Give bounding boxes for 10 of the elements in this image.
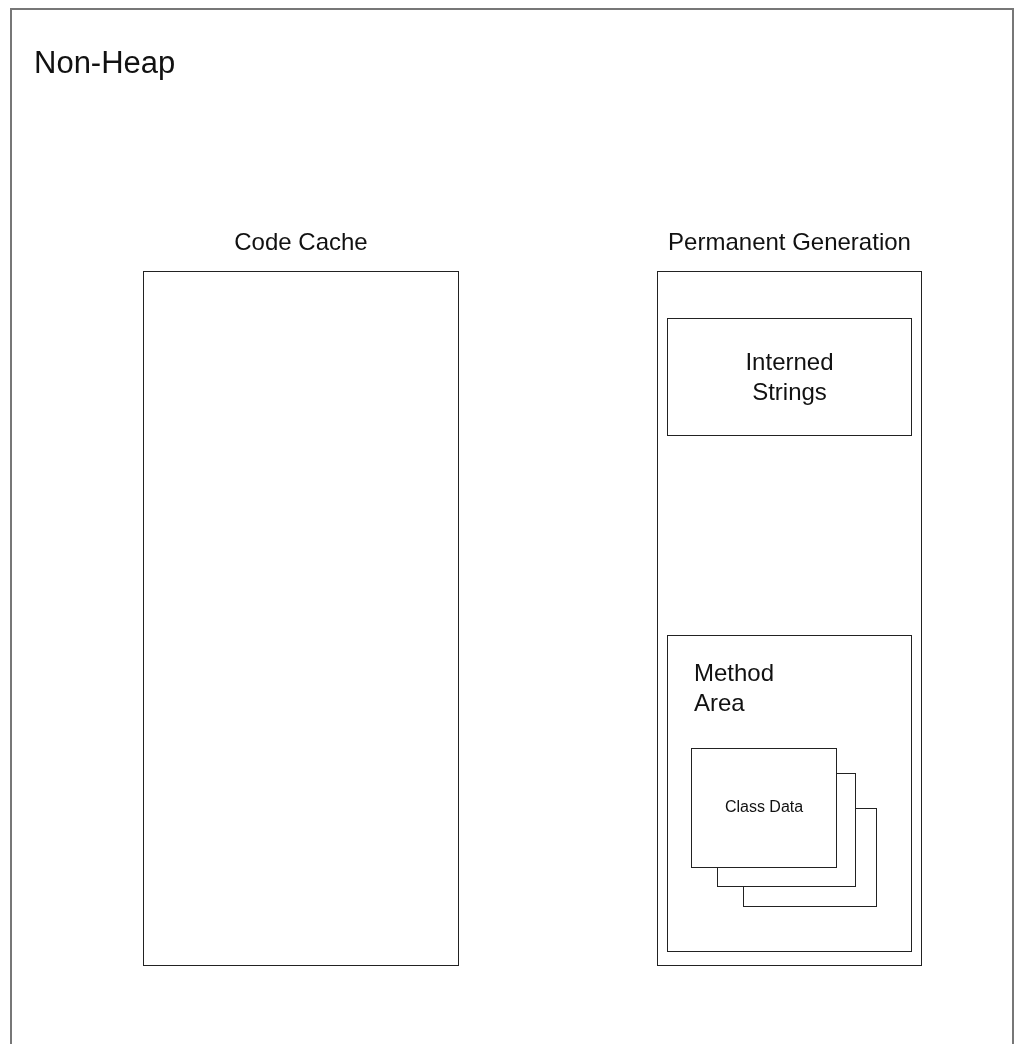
memory-region [10,8,1014,1044]
area-title: Interned Strings [744,347,835,407]
stacked-pages [691,748,878,908]
area-title: Method Area [694,658,776,718]
area-title: Permanent Generation [667,227,912,257]
memory-area [667,318,912,436]
region-title: Non-Heap [34,44,177,82]
area-title: Class Data [723,797,805,817]
memory-area [667,635,912,952]
area-title: Code Cache [233,227,369,257]
